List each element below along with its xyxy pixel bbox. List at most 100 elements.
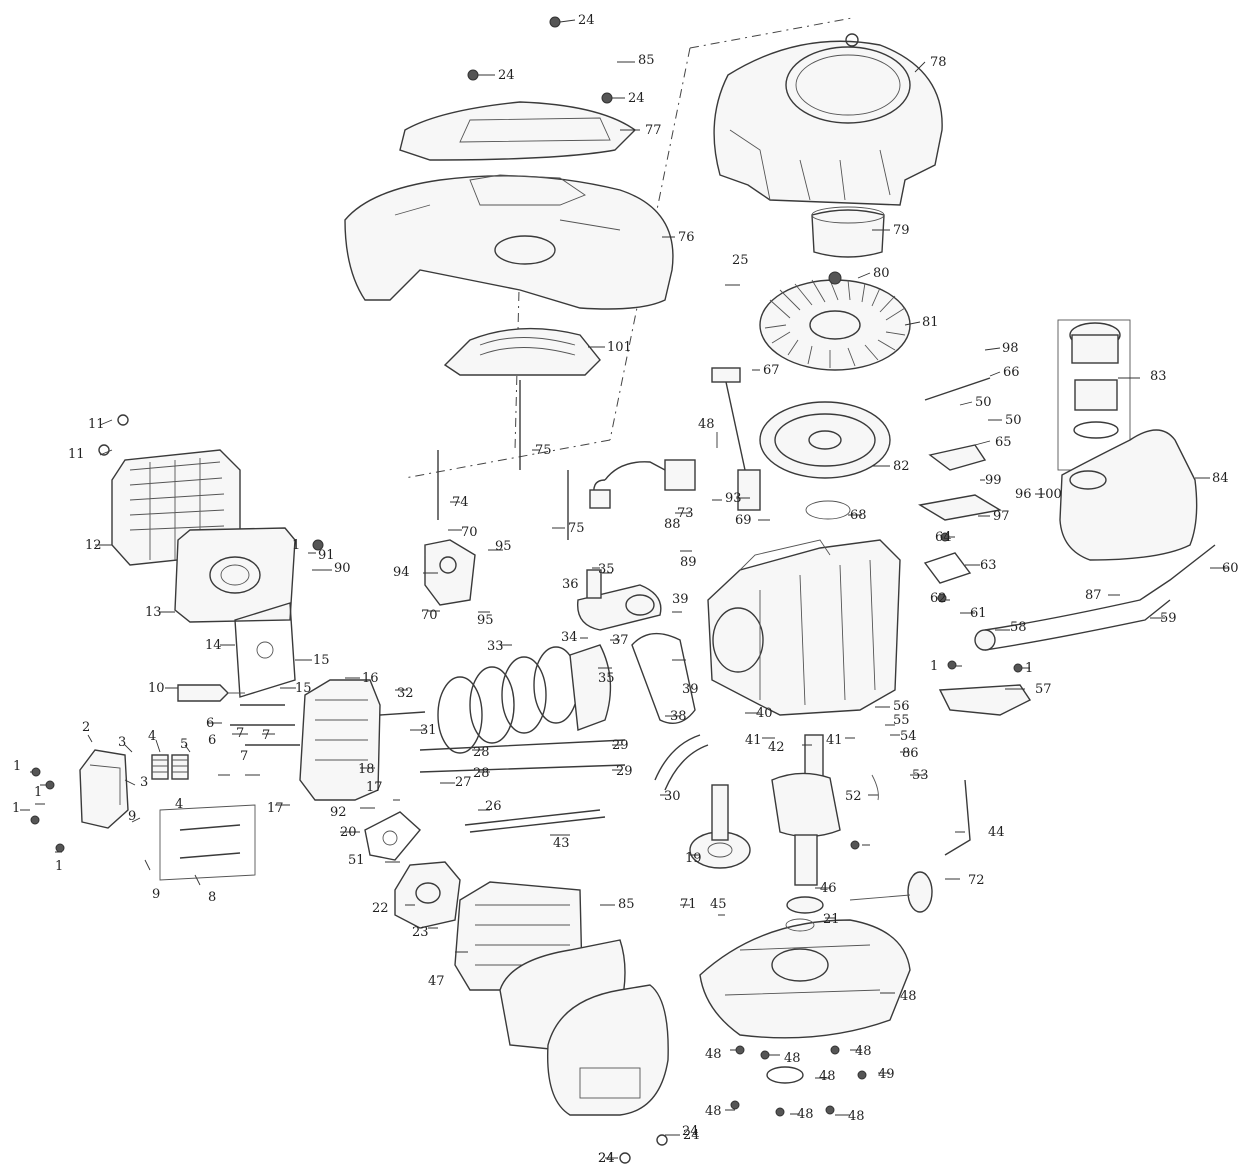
callout-label: 36 (562, 577, 579, 592)
callout-label: 82 (893, 459, 910, 474)
callout-label: 21 (823, 912, 840, 927)
part-spark-plug (177, 684, 245, 702)
callout-label: 78 (930, 55, 947, 70)
callout-label: 81 (922, 315, 939, 330)
callout-label: 95 (477, 613, 494, 628)
callout-label: 90 (334, 561, 351, 576)
callout-label: 58 (1010, 620, 1027, 635)
callout-label: 68 (850, 508, 867, 523)
callout-label: 39 (682, 682, 699, 697)
callout-label: 13 (145, 605, 162, 620)
part-muffler (174, 527, 296, 623)
callout-label: 11 (88, 417, 105, 432)
part-crankshaft (771, 734, 841, 886)
callout-label: 48 (705, 1047, 722, 1062)
part-lower-shroud (443, 327, 601, 376)
callout-label: 85 (618, 897, 635, 912)
callout-label: 69 (735, 513, 752, 528)
callout-label: 6 (206, 716, 214, 731)
callout-label: 48 (797, 1107, 814, 1122)
callout-label: 12 (85, 538, 102, 553)
part-fuel-tank (1057, 319, 1198, 561)
callout-label: 28 (473, 745, 490, 760)
callout-label: 17 (267, 801, 284, 816)
callout-label: 30 (664, 789, 681, 804)
callout-label: 1 (292, 538, 300, 553)
callout-label: 100 (1037, 487, 1062, 502)
callout-label: 8 (208, 890, 216, 905)
callout-label: 48 (848, 1109, 865, 1124)
callout-label: 79 (893, 223, 910, 238)
part-starter-cup (811, 206, 885, 258)
callout-label: 24 (682, 1124, 699, 1139)
part-air-filter-cover (546, 984, 669, 1116)
part-throttle-lever (918, 377, 1002, 521)
part-piston-rings (437, 644, 612, 754)
callout-label: 22 (372, 901, 389, 916)
callout-label: 65 (995, 435, 1012, 450)
callout-label: 54 (900, 729, 917, 744)
callout-label: 33 (487, 639, 504, 654)
callout-label: 92 (330, 805, 347, 820)
callout-label: 50 (1005, 413, 1022, 428)
callout-label: 35 (598, 562, 615, 577)
callout-label: 31 (420, 723, 437, 738)
callout-label: 1 (930, 659, 938, 674)
assembly-lines (404, 17, 853, 479)
callout-label: 77 (645, 123, 662, 138)
callout-label: 61 (970, 606, 987, 621)
callout-label: 6 (208, 733, 216, 748)
callout-label: 3 (118, 735, 126, 750)
part-flywheel-fan (759, 271, 911, 371)
callout-label: 32 (397, 686, 414, 701)
callout-label: 27 (455, 775, 472, 790)
part-governor-gear (849, 871, 933, 913)
part-crankcase-gasket (631, 632, 696, 724)
callout-label: 76 (678, 230, 695, 245)
callout-label: 98 (1002, 341, 1019, 356)
callout-label: 93 (725, 491, 742, 506)
callout-label: 66 (1003, 365, 1020, 380)
callout-label: 10 (148, 681, 165, 696)
callout-label: 87 (1085, 588, 1102, 603)
callout-label: 1 (1025, 661, 1033, 676)
callout-label: 24 (683, 1128, 700, 1143)
callout-label: 41 (826, 733, 843, 748)
callout-label: 48 (698, 417, 715, 432)
callout-label: 41 (745, 733, 762, 748)
callout-label: 7 (236, 726, 244, 741)
callout-label: 26 (485, 799, 502, 814)
part-recoil-handle (711, 367, 761, 511)
callout-label: 75 (568, 521, 585, 536)
callout-label: 7 (262, 728, 270, 743)
callout-label: 83 (1150, 369, 1167, 384)
callout-label: 20 (340, 825, 357, 840)
callout-label: 74 (452, 495, 469, 510)
part-fasteners (30, 16, 1023, 1164)
callout-label: 29 (616, 764, 633, 779)
callout-label: 3 (140, 775, 148, 790)
callout-label: 46 (820, 881, 837, 896)
callout-label: 48 (900, 989, 917, 1004)
callout-label: 44 (988, 825, 1005, 840)
callout-label: 48 (784, 1051, 801, 1066)
callout-label: 11 (68, 447, 85, 462)
callout-label: 15 (313, 653, 330, 668)
callout-label: 17 (366, 780, 383, 795)
part-valve-springs (151, 754, 189, 780)
callout-label: 51 (348, 853, 365, 868)
callout-label: 40 (756, 706, 773, 721)
callout-label: 48 (819, 1069, 836, 1084)
callout-label: 70 (461, 525, 478, 540)
callout-label: 9 (128, 809, 136, 824)
callout-label: 84 (1212, 471, 1229, 486)
part-blower-housing (713, 33, 943, 206)
part-camshaft-gear (689, 784, 751, 869)
part-engine-cover (344, 174, 674, 310)
callout-label: 80 (873, 266, 890, 281)
part-hose (654, 734, 709, 791)
part-oil-sump (699, 919, 911, 1039)
callout-label: 35 (598, 671, 615, 686)
